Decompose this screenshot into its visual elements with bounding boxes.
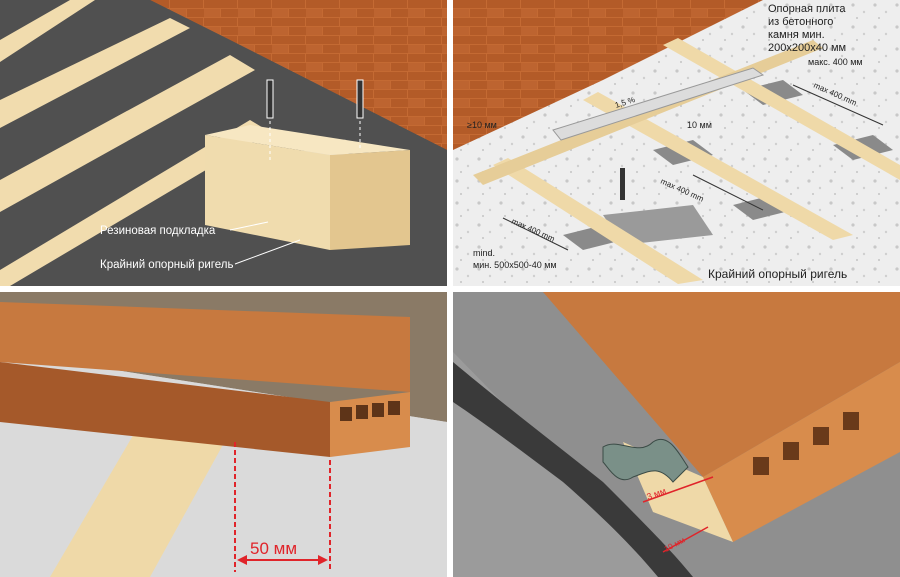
- label-edge-joist: Крайний опорный ригель: [708, 267, 847, 281]
- batten: [0, 18, 190, 128]
- label-slab-line3: камня мин.: [768, 29, 825, 41]
- panel-joist-fixing-drawing: Резиновая подкладка Крайний опорный риге…: [0, 0, 447, 286]
- label-mind-line1: mind.: [473, 248, 495, 258]
- anchor-screw-icon: [266, 79, 274, 119]
- panel-edge-clip: 3 мм 10 мм: [453, 292, 900, 577]
- batten: [0, 55, 255, 212]
- batten: [0, 120, 270, 286]
- label-mind-line2: мин. 500x500-40 мм: [473, 260, 557, 270]
- deck-board-face: [0, 362, 330, 457]
- joist: [493, 158, 703, 284]
- panel-board-overhang-drawing: 50 мм: [0, 292, 447, 577]
- edge-gap: [453, 362, 693, 577]
- deck-board-top: [0, 302, 410, 392]
- panel-joist-layout-drawing: max 400 mm max 400 mm max 400 mm ≥10 мм …: [453, 0, 900, 286]
- edge-joist-top: [205, 125, 410, 155]
- brick-wall: [150, 0, 447, 150]
- panel-board-overhang: 50 мм: [0, 292, 447, 577]
- edge-joist-face: [205, 135, 330, 250]
- edge-joist-side: [330, 150, 410, 250]
- anchor-screw-icon: [620, 168, 625, 200]
- brick-wall: [453, 0, 763, 150]
- label-slab-line4: 200x200x40 мм: [768, 42, 846, 54]
- batten: [0, 0, 95, 62]
- panel-joist-layout: max 400 mm max 400 mm max 400 mm ≥10 мм …: [453, 0, 900, 286]
- joist: [663, 38, 900, 180]
- deck-board-top: [543, 292, 900, 477]
- label-slab-line2: из бетонного: [768, 16, 833, 28]
- anchor-screw-icon: [356, 79, 364, 119]
- joist: [50, 432, 230, 577]
- panel-joist-fixing: Резиновая подкладка Крайний опорный риге…: [0, 0, 447, 286]
- edge-clip: [602, 439, 689, 483]
- deck-board-end: [703, 362, 900, 542]
- label-rubber-pad: Резиновая подкладка: [100, 225, 216, 237]
- label-max-spacing: макс. 400 мм: [808, 57, 863, 67]
- level: [552, 67, 765, 141]
- joist: [583, 92, 853, 240]
- dim-gap-mid: 10 мм: [687, 120, 712, 130]
- panel-edge-clip-drawing: 3 мм 10 мм: [453, 292, 900, 577]
- label-edge-joist: Крайний опорный ригель: [100, 259, 233, 271]
- label-slab-line1: Опорная плита: [768, 3, 846, 15]
- dim-gap-left: ≥10 мм: [467, 120, 497, 130]
- dim-overhang: 50 мм: [250, 539, 297, 558]
